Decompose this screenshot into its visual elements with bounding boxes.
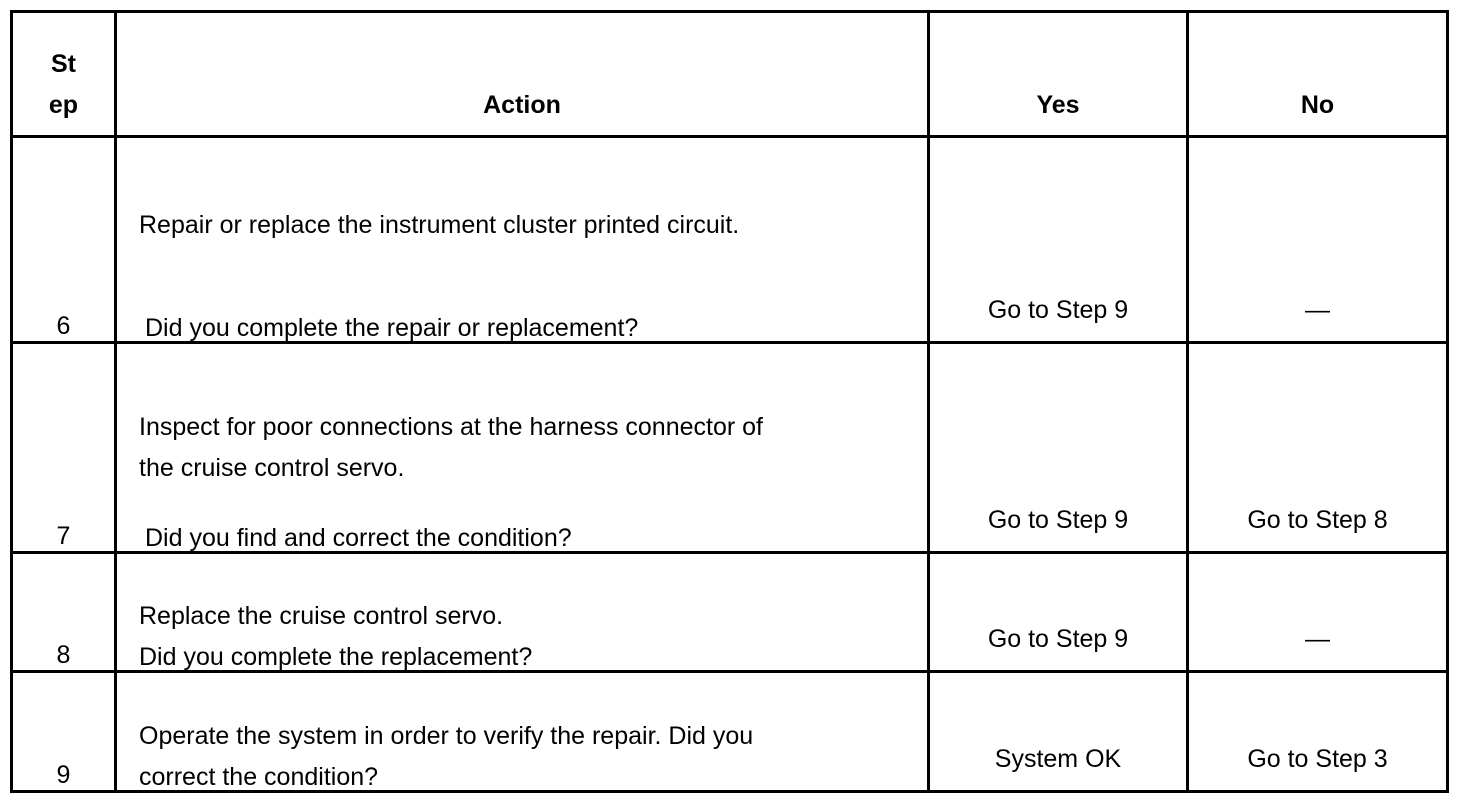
table-row: 7 Inspect for poor connections at the ha… (10, 341, 1449, 554)
action-line: Operate the system in order to verify th… (139, 722, 754, 750)
action-line: Repair or replace the instrument cluster… (139, 211, 740, 239)
action-text-block: Operate the system in order to verify th… (117, 702, 927, 790)
no-branch-cell: Go to Step 8 (1186, 341, 1449, 554)
no-branch-label: Go to Step 8 (1247, 506, 1388, 534)
no-branch-cell: — (1186, 551, 1449, 673)
yes-branch-cell: Go to Step 9 (927, 551, 1189, 673)
action-text-block: Inspect for poor connections at the harn… (117, 394, 927, 551)
action-line: Did you complete the replacement? (139, 643, 533, 671)
column-header-step-line1: St (51, 50, 76, 78)
action-line: the cruise control servo. (139, 454, 405, 482)
yes-branch-cell: Go to Step 9 (927, 341, 1189, 554)
action-line: correct the condition? (139, 763, 379, 791)
no-branch-label: — (1305, 296, 1330, 324)
column-header-no-label: No (1300, 91, 1335, 120)
action-question-line: Did you find and correct the condition? (145, 524, 572, 552)
no-branch-cell: Go to Step 3 (1186, 670, 1449, 793)
yes-branch-label: System OK (994, 745, 1122, 773)
action-text-block: Replace the cruise control servo. Did yo… (117, 584, 927, 670)
column-header-step-inner: St ep (13, 44, 114, 135)
step-number: 9 (10, 670, 117, 793)
diagnostic-procedure-table: St ep Action Yes No 6 (10, 10, 1449, 793)
table-row: 6 Repair or replace the instrument clust… (10, 135, 1449, 344)
yes-branch-cell: Go to Step 9 (927, 135, 1189, 344)
no-branch-label: Go to Step 3 (1247, 745, 1388, 773)
column-header-step: St ep (10, 10, 117, 138)
action-spacer (139, 238, 140, 316)
column-header-step-line2: ep (48, 90, 79, 119)
action-question-line: Did you complete the repair or replaceme… (145, 314, 639, 342)
table-row: 9 Operate the system in order to verify … (10, 670, 1449, 793)
step-number: 6 (10, 135, 117, 344)
action-line: Inspect for poor connections at the harn… (139, 413, 763, 441)
yes-branch-label: Go to Step 9 (987, 296, 1129, 324)
action-cell: Operate the system in order to verify th… (114, 670, 930, 793)
action-cell: Repair or replace the instrument cluster… (114, 135, 930, 344)
action-line: Replace the cruise control servo. (139, 602, 504, 630)
column-header-action-label: Action (483, 91, 561, 120)
column-header-yes-label: Yes (1036, 91, 1080, 120)
column-header-action: Action (114, 10, 930, 138)
step-number: 7 (10, 341, 117, 554)
yes-branch-label: Go to Step 9 (987, 506, 1129, 534)
table-header-row: St ep Action Yes No (10, 10, 1449, 138)
action-spacer (139, 481, 140, 526)
action-cell: Inspect for poor connections at the harn… (114, 341, 930, 554)
column-header-no: No (1186, 10, 1449, 138)
action-text-block: Repair or replace the instrument cluster… (117, 191, 927, 341)
no-branch-cell: — (1186, 135, 1449, 344)
yes-branch-label: Go to Step 9 (987, 625, 1129, 653)
step-number: 8 (10, 551, 117, 673)
column-header-yes: Yes (927, 10, 1189, 138)
no-branch-label: — (1305, 625, 1330, 653)
table-row: 8 Replace the cruise control servo. Did … (10, 551, 1449, 673)
yes-branch-cell: System OK (927, 670, 1189, 793)
action-cell: Replace the cruise control servo. Did yo… (114, 551, 930, 673)
